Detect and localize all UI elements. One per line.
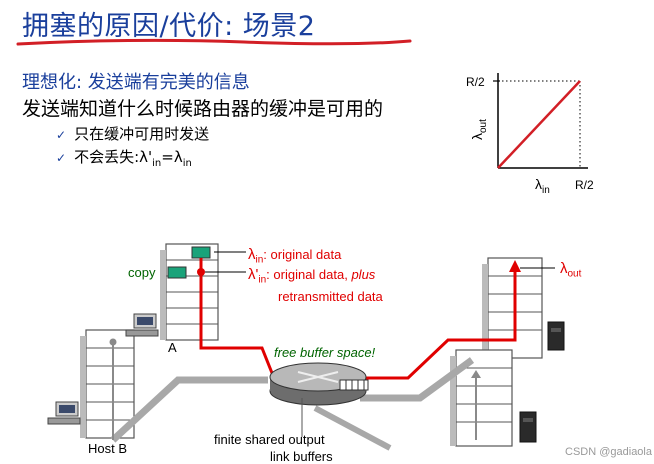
x-max-label: R/2 — [575, 178, 594, 192]
host-b-label: Host B — [88, 441, 127, 456]
lambda-in-label: λin: original data — [248, 246, 341, 266]
server-tower-icon-2 — [520, 412, 536, 442]
lambda-in-prime-label: λ'in: original data, plus — [248, 266, 375, 286]
server-tower-icon — [548, 322, 564, 350]
title-underline — [14, 36, 414, 50]
second-server-buffer-stack — [450, 350, 512, 446]
ideal-throughput-line — [498, 81, 580, 168]
host-a-buffer-stack — [160, 244, 218, 340]
retransmitted-label: retransmitted data — [278, 289, 383, 304]
receiver-buffer-stack — [482, 258, 542, 358]
router-icon — [270, 363, 368, 405]
throughput-graph — [490, 68, 610, 178]
packet-copy-icon — [168, 267, 186, 278]
host-b-buffer-stack — [80, 330, 134, 438]
finite-buffers-label-line2: link buffers — [270, 449, 333, 464]
copy-label: copy — [128, 265, 155, 280]
computer-a-icon — [126, 314, 158, 336]
bullet-no-loss: ✓不会丢失:λ'in=λin — [56, 146, 192, 169]
watermark: CSDN @gadiaola — [565, 446, 652, 458]
y-max-label: R/2 — [466, 75, 485, 89]
computer-b-icon — [48, 402, 80, 424]
idealization-heading: 理想化: 发送端有完美的信息 — [22, 68, 250, 94]
x-axis-label: λin — [535, 176, 550, 196]
packet-icon — [192, 247, 210, 258]
y-axis-label: λout — [469, 119, 489, 140]
bullet-send-when-available: ✓只在缓冲可用时发送 — [56, 123, 209, 144]
finite-buffers-label-line1: finite shared output — [214, 432, 325, 447]
host-b-link — [113, 380, 268, 440]
free-buffer-label: free buffer space! — [274, 345, 375, 360]
checkmark-icon: ✓ — [56, 128, 66, 142]
sender-knowledge-statement: 发送端知道什么时候路由器的缓冲是可用的 — [22, 94, 383, 121]
lambda-out-label: λout — [560, 260, 581, 280]
host-a-label: A — [168, 340, 177, 355]
checkmark-icon: ✓ — [56, 151, 66, 165]
